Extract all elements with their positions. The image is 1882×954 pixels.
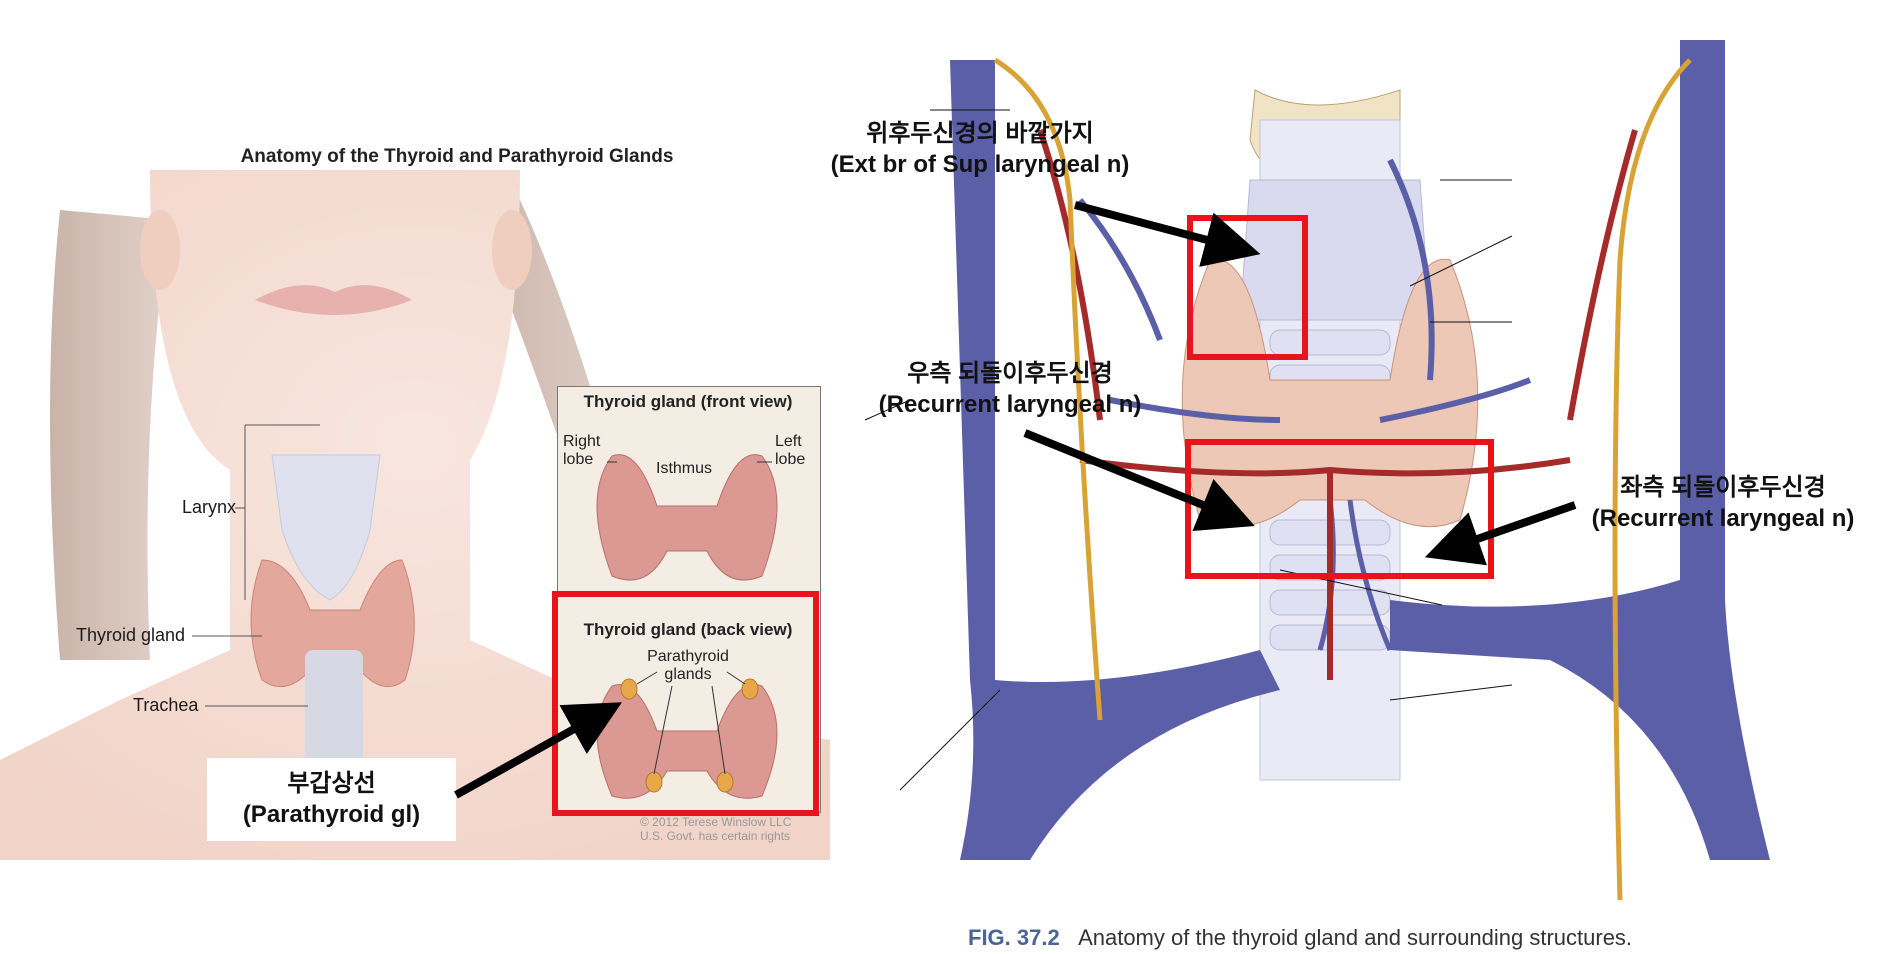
parathyroid-gland <box>741 678 759 700</box>
internal-jugular-vein <box>950 60 1280 860</box>
internal-jugular-vein <box>1390 40 1770 860</box>
thyroid-back-shape <box>596 684 778 799</box>
thyroid-lobes <box>1181 258 1479 528</box>
callout-korean: 부갑상선 <box>287 770 376 797</box>
front-view-title: Thyroid gland (front view) <box>583 392 793 411</box>
callout-english: (Parathyroid gl) <box>242 801 421 828</box>
figure-number: FIG. 37.2 <box>968 925 1060 950</box>
highlight-box-lower <box>1185 439 1494 579</box>
arrow-ext-branch <box>1073 201 1261 267</box>
callout-rrl-korean: 우측 되돌이후두신경 <box>907 360 1113 387</box>
callout-ext-korean: 위후두신경의 바깥가지 <box>866 120 1094 147</box>
trachea-shape <box>305 650 363 780</box>
thyroid-front-shape <box>596 454 778 581</box>
figure-title: Anatomy of the Thyroid and Parathyroid G… <box>240 146 674 167</box>
back-view-title: Thyroid gland (back view) <box>583 620 793 639</box>
callout-lrl-english: (Recurrent laryngeal n) <box>1591 505 1855 532</box>
callout-ext-english: (Ext br of Sup laryngeal n) <box>830 151 1130 178</box>
thyroid-views <box>596 454 778 799</box>
callout-rrl-english: (Recurrent laryngeal n) <box>878 391 1142 418</box>
neck-illustration <box>0 170 830 860</box>
nerves <box>993 57 1692 901</box>
figure-caption-text: Anatomy of the thyroid gland and surroun… <box>1078 925 1633 950</box>
parathyroid-gland <box>620 678 638 700</box>
label-larynx: Larynx <box>182 497 237 517</box>
thyroid-gland-shape <box>250 559 415 688</box>
isthmus-label: Isthmus <box>656 460 713 477</box>
figure-caption: FIG. 37.2 Anatomy of the thyroid gland a… <box>968 925 1632 951</box>
callout-left-recurrent: 좌측 되돌이후두신경 (Recurrent laryngeal n) <box>1568 472 1878 534</box>
larynx-shape <box>271 454 381 601</box>
surgical-anatomy-illustration <box>864 40 1770 901</box>
label-thyroid: Thyroid gland <box>76 625 186 645</box>
arrow-right-recurrent <box>1023 429 1255 531</box>
lips <box>255 285 412 315</box>
label-trachea: Trachea <box>133 695 199 715</box>
callout-ext-branch: 위후두신경의 바깥가지 (Ext br of Sup laryngeal n) <box>810 118 1150 180</box>
callout-right-recurrent: 우측 되돌이후두신경 (Recurrent laryngeal n) <box>855 358 1165 420</box>
callout-parathyroid: 부갑상선 (Parathyroid gl) <box>207 758 456 841</box>
arrow-left-recurrent <box>1424 501 1577 566</box>
arrow-parathyroid <box>454 702 622 799</box>
highlight-box <box>552 591 819 816</box>
callout-lrl-korean: 좌측 되돌이후두신경 <box>1620 474 1826 501</box>
